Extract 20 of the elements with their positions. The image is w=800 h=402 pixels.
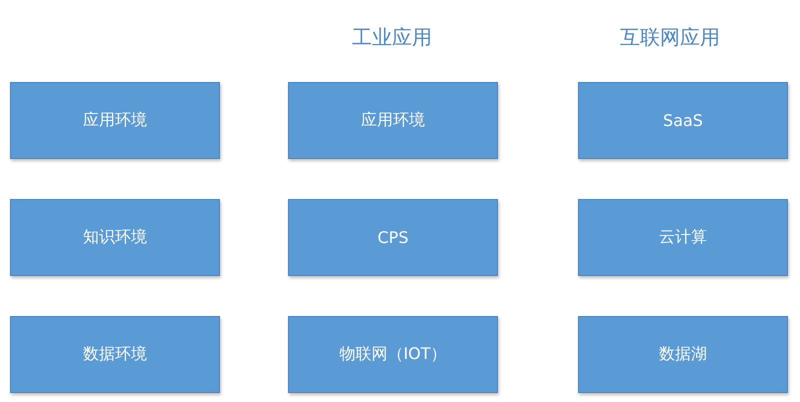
process-box	[10, 199, 220, 276]
box-label: 数据环境	[83, 344, 147, 365]
box-label: 物联网（IOT）	[339, 344, 447, 365]
process-box	[578, 316, 788, 393]
column-heading: 工业应用	[351, 24, 433, 51]
box-label: 应用环境	[361, 110, 425, 131]
process-box	[578, 82, 788, 159]
box-label: 云计算	[659, 227, 707, 248]
box-label: SaaS	[663, 111, 703, 130]
process-box	[288, 316, 498, 393]
process-box	[288, 82, 498, 159]
process-box	[10, 316, 220, 393]
box-label: 数据湖	[659, 344, 707, 365]
box-label: 知识环境	[83, 227, 147, 248]
process-box	[578, 199, 788, 276]
box-label: CPS	[378, 228, 408, 247]
column-heading: 互联网应用	[619, 24, 721, 51]
process-box	[288, 199, 498, 276]
process-box	[10, 82, 220, 159]
box-label: 应用环境	[83, 110, 147, 131]
